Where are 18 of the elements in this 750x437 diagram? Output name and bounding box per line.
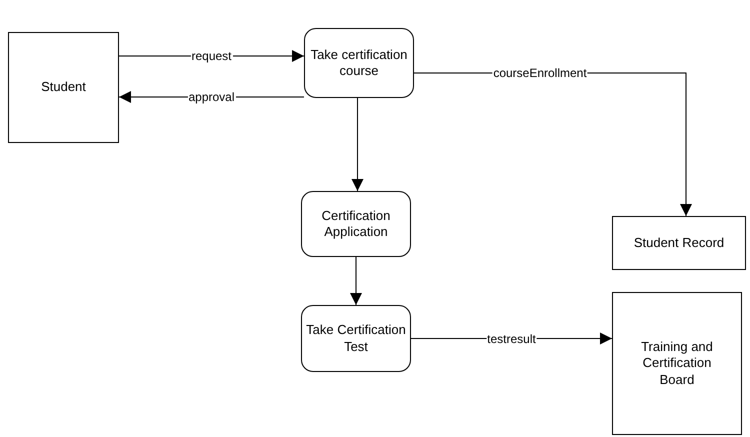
edge-label: request xyxy=(190,49,233,63)
node-label: Take certification course xyxy=(310,46,408,80)
process-box xyxy=(304,28,414,98)
node-label: Certification Application xyxy=(320,208,392,240)
node-label: Take Certification Test xyxy=(305,322,407,355)
entity-box xyxy=(8,32,119,143)
process-box xyxy=(301,191,411,257)
entity-box xyxy=(612,292,742,435)
edge-label: approval xyxy=(187,90,236,104)
node-label: Student Record xyxy=(634,234,724,252)
entity-box xyxy=(612,216,746,270)
node-label: Training and Certification Board xyxy=(640,339,714,388)
edge-label: testresult xyxy=(486,332,537,346)
node-label: Student xyxy=(41,79,86,96)
arrow xyxy=(350,256,362,306)
process-box xyxy=(301,305,411,372)
arrow xyxy=(352,98,364,192)
edge-label: courseEnrollment xyxy=(492,66,588,80)
